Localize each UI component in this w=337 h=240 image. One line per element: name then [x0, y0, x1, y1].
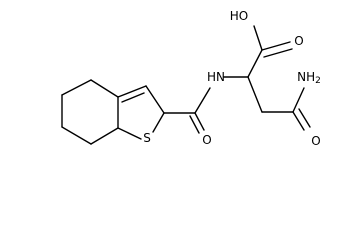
- bond-cacid-oh: [253, 25, 263, 51]
- bond-camide-o-double: [298, 108, 311, 128]
- carboxamide-linker: [163, 76, 249, 134]
- hydroxyl-label: HO: [230, 9, 248, 23]
- bond-camide-o: [292, 111, 305, 131]
- bond-cacid-o: [261, 41, 291, 51]
- bond-c3a-c3-double: [121, 92, 145, 103]
- bond-c2-s: [152, 112, 165, 133]
- amide-nh2-label: NH2: [297, 70, 321, 86]
- molecule-canvas: HO O HN S O O NH2: [61, 9, 321, 148]
- bond-c7-c7a: [90, 127, 119, 145]
- bond-calpha-cbeta: [247, 76, 263, 113]
- bond-cacid-o-double: [263, 48, 293, 58]
- amide-nitrogen-label: HN: [207, 70, 225, 84]
- bond-carbonyl-n: [194, 87, 211, 114]
- sulfur-label: S: [143, 131, 151, 145]
- thiophene-ring: [117, 85, 165, 140]
- bond-calpha-cacid: [247, 49, 263, 78]
- side-chain-carbonyl-oxygen-label: O: [311, 134, 320, 148]
- bond-camide-n: [292, 87, 305, 113]
- bond-carbonyl-o-double: [189, 115, 200, 134]
- amino-acid-backbone: [247, 25, 311, 131]
- amide-nh2-subscript: 2: [315, 76, 321, 86]
- bond-c3a-c3: [117, 85, 147, 98]
- molecule-structure: HO O HN S O O NH2: [61, 9, 321, 148]
- bond-c6-c7: [61, 126, 92, 145]
- bond-c3a-c4: [90, 79, 119, 98]
- bond-s-c7a: [117, 127, 142, 140]
- bond-carbonyl-o: [194, 112, 205, 131]
- bond-c4-c5: [61, 79, 92, 96]
- acid-carbonyl-oxygen-label: O: [294, 34, 303, 48]
- bond-c3-c2: [145, 85, 165, 114]
- linker-carbonyl-oxygen-label: O: [202, 133, 211, 147]
- cyclohexane-ring: [61, 79, 119, 145]
- amide-nh2-text: NH: [297, 70, 315, 84]
